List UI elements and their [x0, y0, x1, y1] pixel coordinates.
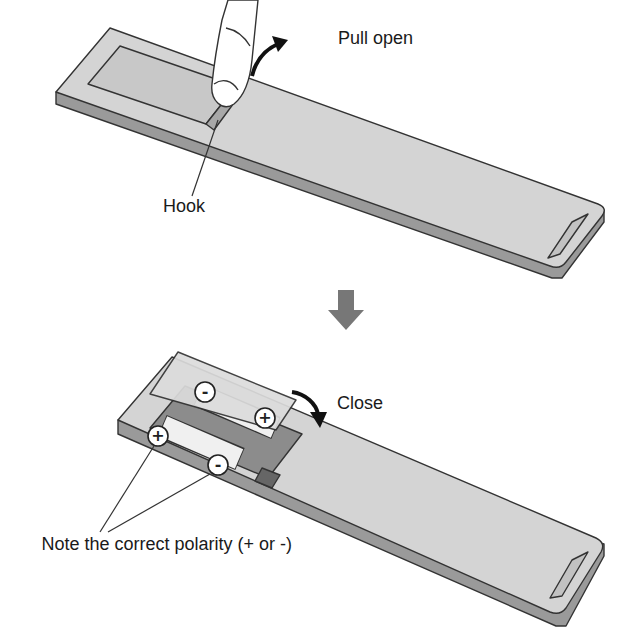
- close-arrow: [292, 392, 327, 428]
- remote-opening: [56, 0, 604, 278]
- battery-cover: [150, 352, 296, 430]
- polarity-mark: +: [148, 426, 168, 446]
- leader-line: [100, 446, 210, 532]
- instruction-label: Pull open: [338, 28, 413, 49]
- part-label: Hook: [163, 196, 205, 217]
- step-arrow: [328, 290, 364, 330]
- polarity-mark: -: [208, 455, 228, 475]
- polarity-circle: [148, 382, 275, 475]
- polarity-mark: +: [255, 408, 275, 428]
- leader-line: [192, 120, 218, 196]
- polarity-mark: -: [195, 382, 215, 402]
- note-label: Note the correct polarity (+ or -): [14, 532, 292, 556]
- pull-arrow: [252, 36, 288, 76]
- instruction-label: Close: [337, 393, 383, 414]
